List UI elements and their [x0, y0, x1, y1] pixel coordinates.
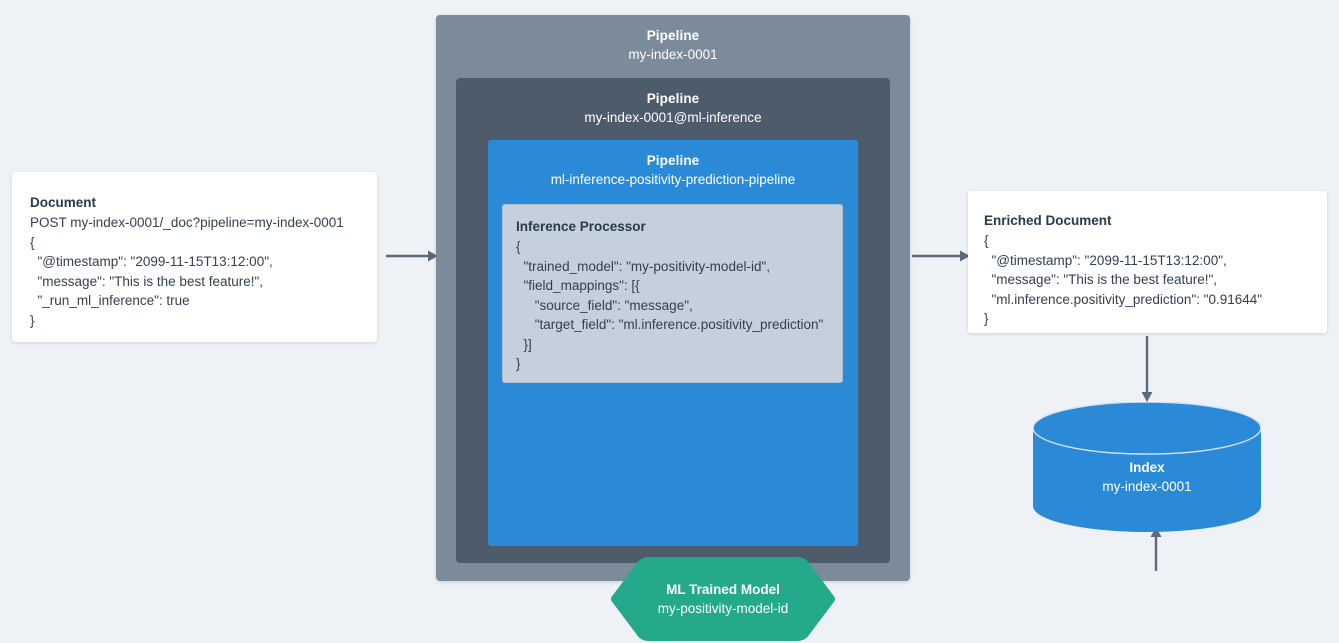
index-cylinder-text: Index my-index-0001: [1033, 458, 1261, 497]
enriched-document-title: Enriched Document: [984, 213, 1112, 228]
arrow-document-to-pipeline-icon: [386, 247, 438, 265]
arrow-enriched-document-to-index-icon: [1138, 336, 1156, 402]
inference-processor-line-0: {: [516, 239, 521, 254]
pipeline-inner-value: ml-inference-positivity-prediction-pipel…: [550, 172, 796, 187]
arrow-ml-model-to-inference-processor-icon: [1147, 527, 1165, 571]
pipeline-middle-ml-inference: Pipeline my-index-0001@ml-inference Pipe…: [456, 78, 1162, 641]
ml-trained-model-value: my-positivity-model-id: [657, 600, 789, 616]
index-value: my-index-0001: [1102, 479, 1192, 494]
inference-processor-line-2: "field_mappings": [{: [516, 278, 640, 293]
inference-processor-line-1: "trained_model": "my-positivity-model-id…: [516, 258, 771, 274]
document-line-5: }: [30, 312, 35, 328]
document-line-0: POST my-index-0001/_doc?pipeline=my-inde…: [30, 215, 344, 230]
document-line-2: "@timestamp": "2099-11-15T13:12:00",: [30, 254, 273, 269]
index-cylinder: Index my-index-0001: [1033, 402, 1261, 532]
enriched-document-line-3: "ml.inference.positivity_prediction": "0…: [984, 291, 1263, 307]
pipeline-middle-header: Pipeline my-index-0001@ml-inference: [456, 78, 890, 128]
document-card: Document POST my-index-0001/_doc?pipelin…: [12, 172, 377, 342]
inference-processor-line-6: }: [516, 356, 521, 371]
ml-trained-model-label: ML Trained Model: [666, 581, 780, 597]
pipeline-outer-header: Pipeline my-index-0001: [436, 15, 910, 65]
arrow-pipeline-to-enriched-document-icon: [912, 247, 970, 265]
ml-trained-model-hexagon: ML Trained Model my-positivity-model-id: [609, 555, 837, 643]
pipeline-middle-value: my-index-0001@ml-inference: [584, 110, 762, 125]
pipeline-outer-my-index-0001: Pipeline my-index-0001 Pipeline my-index…: [436, 15, 1162, 641]
pipeline-middle-label: Pipeline: [646, 91, 700, 106]
enriched-document-card: Enriched Document { "@timestamp": "2099-…: [968, 191, 1327, 333]
pipeline-outer-label: Pipeline: [646, 28, 700, 43]
pipeline-outer-value: my-index-0001: [628, 47, 718, 62]
pipeline-inner-header: Pipeline ml-inference-positivity-predict…: [488, 140, 858, 190]
pipeline-inner-label: Pipeline: [646, 153, 700, 168]
enriched-document-line-0: {: [984, 233, 989, 248]
index-label: Index: [1129, 460, 1165, 475]
ml-trained-model-text: ML Trained Model my-positivity-model-id: [609, 555, 837, 643]
document-line-1: {: [30, 234, 35, 250]
enriched-document-line-1: "@timestamp": "2099-11-15T13:12:00",: [984, 252, 1227, 268]
inference-processor-title: Inference Processor: [516, 219, 646, 234]
enriched-document-line-2: "message": "This is the best feature!",: [984, 272, 1218, 287]
enriched-document-line-4: }: [984, 311, 989, 326]
diagram-canvas: Document POST my-index-0001/_doc?pipelin…: [12, 15, 1327, 641]
inference-processor-line-3: "source_field": "message",: [516, 297, 693, 313]
document-line-4: "_run_ml_inference": true: [30, 293, 190, 308]
document-line-3: "message": "This is the best feature!",: [30, 273, 264, 289]
document-title: Document: [30, 195, 97, 210]
inference-processor-line-5: }]: [516, 336, 532, 352]
inference-processor-card: Inference Processor { "trained_model": "…: [502, 204, 843, 383]
inference-processor-line-4: "target_field": "ml.inference.positivity…: [516, 317, 824, 332]
pipeline-inner-positivity-prediction: Pipeline ml-inference-positivity-predict…: [488, 140, 1162, 641]
